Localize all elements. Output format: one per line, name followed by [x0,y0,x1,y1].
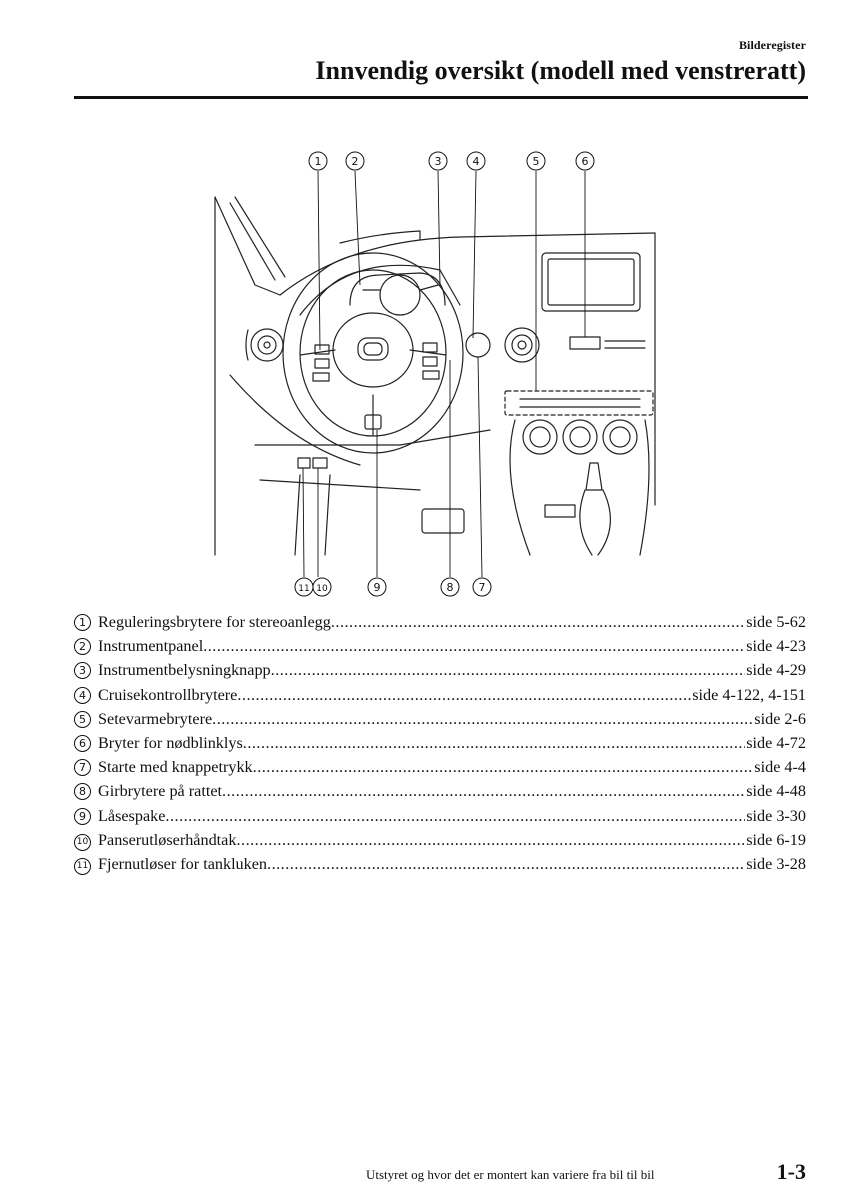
legend-item: 1 Reguleringsbrytere for stereoanlegg si… [74,610,806,634]
callout-number: 8 [447,581,454,594]
legend-page-ref: side 4-72 [746,734,806,753]
legend-label: Fjernutløser for tankluken [98,855,268,874]
legend-number: 5 [74,710,91,728]
legend-number: 8 [74,783,91,801]
legend-page-ref: side 4-4 [754,758,806,777]
callout-markers [294,151,595,597]
leader-dots [203,634,745,658]
callout-number: 5 [533,155,540,168]
leader-dots [243,731,745,755]
callout-numbers: 1 2 3 4 5 6 11 10 9 8 7 [298,155,588,594]
page-title: Innvendig oversikt (modell med venstrera… [315,56,806,85]
legend-number: 2 [74,638,91,656]
callout-number: 6 [582,155,589,168]
callout-6 [575,151,595,171]
legend-label: Bryter for nødblinklys [98,734,243,753]
footer-note: Utstyret og hvor det er montert kan vari… [366,1167,655,1182]
legend-item: 11 Fjernutløser for tankluken side 3-28 [74,852,806,876]
legend-page-ref: side 4-29 [746,661,806,680]
legend-item: 5 Setevarmebrytere side 2-6 [74,707,806,731]
legend-page-ref: side 4-48 [746,782,806,801]
leader-dots [222,779,745,803]
leader-dots [212,707,753,731]
legend-item: 7 Starte med knappetrykk side 4-4 [74,755,806,779]
page-number: 1-3 [776,1159,806,1184]
leader-dots [331,610,745,634]
interior-diagram: 1 2 3 4 5 6 11 10 9 8 7 [214,151,656,597]
legend-label: Setevarmebrytere [98,709,213,728]
callout-number: 4 [473,155,480,168]
leader-dots [271,658,746,682]
legend-label: Cruisekontrollbrytere [98,685,238,704]
leader-dots [253,755,754,779]
callout-2 [345,151,365,171]
callout-8 [440,577,460,597]
callout-number: 11 [298,584,309,594]
legend-number: 4 [74,686,91,704]
legend-item: 8 Girbrytere på rattet side 4-48 [74,779,806,803]
legend-page-ref: side 3-28 [746,855,806,874]
leader-dots [237,683,691,707]
callout-number: 7 [479,581,486,594]
legend-page-ref: side 3-30 [746,806,806,825]
callout-number: 2 [352,155,359,168]
callout-3 [428,151,448,171]
legend-item: 10 Panserutløserhåndtak side 6-19 [74,828,806,852]
legend-item: 4 Cruisekontrollbrytere side 4-122, 4-15… [74,683,806,707]
legend-page-ref: side 6-19 [746,830,806,849]
legend-number: 1 [74,614,91,631]
leader-dots [267,852,745,876]
callout-number: 9 [374,581,381,594]
callout-4 [466,151,486,171]
legend-page-ref: side 4-122, 4-151 [692,685,806,704]
callout-number: 10 [316,584,328,594]
legend-item: 9 Låsespake side 3-30 [74,804,806,828]
callout-10 [312,577,332,597]
legend-label: Instrumentbelysningknapp [98,661,271,680]
dashboard-drawing [214,196,656,556]
legend-label: Starte med knappetrykk [98,758,253,777]
section-label: Bilderegister [738,38,806,52]
legend-number: 6 [74,735,91,753]
legend-item: 6 Bryter for nødblinklys side 4-72 [74,731,806,755]
legend-label: Låsespake [98,806,166,825]
leader-lines [302,170,586,578]
title-rule [74,96,808,99]
legend-label: Reguleringsbrytere for stereoanlegg [98,613,331,631]
legend-number: 11 [74,858,91,876]
legend-number: 7 [74,759,91,777]
legend-page-ref: side 5-62 [746,613,806,631]
legend-page-ref: side 4-23 [746,637,806,656]
legend-label: Panserutløserhåndtak [98,830,237,849]
component-legend: 1 Reguleringsbrytere for stereoanlegg si… [74,610,806,876]
legend-number: 3 [74,662,91,680]
legend-label: Girbrytere på rattet [98,782,223,801]
legend-item: 3 Instrumentbelysningknapp side 4-29 [74,658,806,682]
callout-number: 3 [435,155,442,168]
legend-page-ref: side 2-6 [754,709,806,728]
legend-label: Instrumentpanel [98,637,204,656]
leader-dots [165,804,745,828]
legend-number: 10 [74,833,91,851]
legend-item: 2 Instrumentpanel side 4-23 [74,634,806,658]
callout-5 [526,151,546,171]
leader-dots [236,828,745,852]
callout-7 [472,577,492,597]
callout-9 [367,577,387,597]
callout-1 [308,151,328,171]
legend-number: 9 [74,807,91,825]
callout-number: 1 [315,155,322,168]
